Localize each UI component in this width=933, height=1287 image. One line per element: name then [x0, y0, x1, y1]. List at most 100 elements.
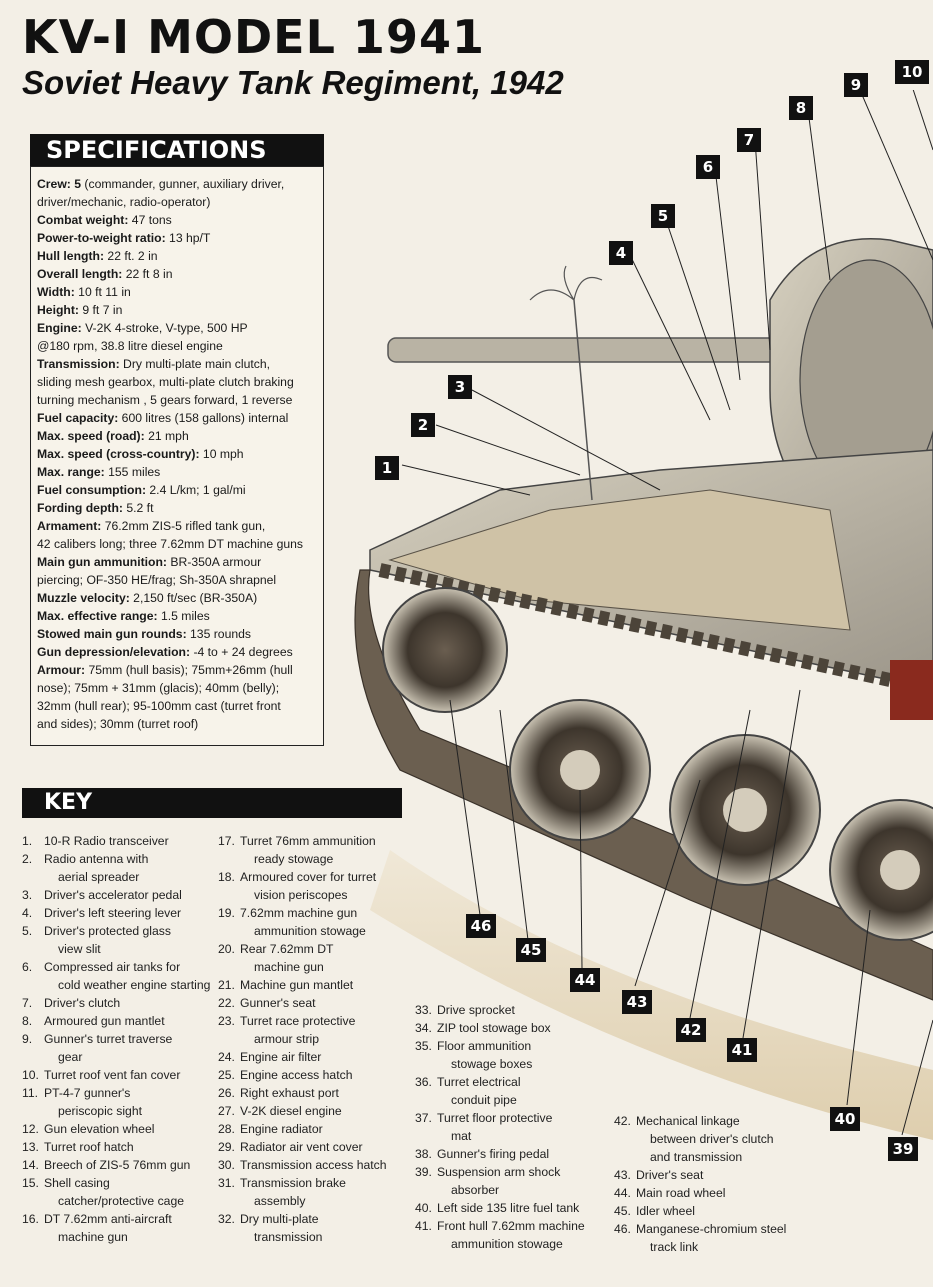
key-item-number: 38.: [415, 1147, 432, 1161]
key-item-number: 17.: [218, 834, 235, 848]
spec-value: 22 ft. 2 in: [104, 249, 158, 263]
key-item: 40. Left side 135 litre fuel tank: [415, 1199, 615, 1217]
spec-value: and sides); 30mm (turret roof): [37, 717, 199, 731]
spec-value: 75mm (hull basis); 75mm+26mm (hull: [85, 663, 293, 677]
key-item-text: Armoured cover for turret: [240, 870, 377, 884]
key-item-number: 23.: [218, 1014, 235, 1028]
key-item-text: Left side 135 litre fuel tank: [437, 1201, 580, 1215]
spec-value: 42 calibers long; three 7.62mm DT machin…: [37, 537, 304, 551]
key-item-text: Mechanical linkage: [636, 1114, 740, 1128]
key-item-number: 37.: [415, 1111, 432, 1125]
key-item-number: 28.: [218, 1122, 235, 1136]
spec-value: 22 ft 8 in: [122, 267, 173, 281]
key-item-number: 13.: [22, 1140, 39, 1154]
spec-value: nose); 75mm + 31mm (glacis); 40mm (belly…: [37, 681, 280, 695]
spec-value: 2.4 L/km; 1 gal/mi: [146, 483, 246, 497]
key-item: 22.Gunner's seat: [218, 994, 418, 1012]
spec-line: piercing; OF-350 HE/frag; Sh-350A shrapn…: [37, 571, 317, 589]
callout-42: 42: [676, 1018, 706, 1042]
callout-3: 3: [448, 375, 472, 399]
key-item-text: Turret floor protective: [437, 1111, 553, 1125]
key-item-text: Driver's clutch: [44, 996, 121, 1010]
key-item-text: Front hull 7.62mm machine: [437, 1219, 585, 1233]
key-item-number: 14.: [22, 1158, 39, 1172]
callout-41: 41: [727, 1038, 757, 1062]
spec-label: Combat weight:: [37, 213, 129, 227]
spec-value: driver/mechanic, radio-operator): [37, 195, 211, 209]
key-item: 24.Engine air filter: [218, 1048, 418, 1066]
spec-value: V-2K 4-stroke, V-type, 500 HP: [81, 321, 248, 335]
key-item-number: 34.: [415, 1021, 432, 1035]
spec-value: 1.5 miles: [157, 609, 210, 623]
key-item: 4.Driver's left steering lever: [22, 904, 212, 922]
key-item-number: 22.: [218, 996, 235, 1010]
spec-label: Engine:: [37, 321, 82, 335]
key-item-text: Radiator air vent cover: [240, 1140, 363, 1154]
key-item-text: Driver's left steering lever: [44, 906, 182, 920]
spec-value: sliding mesh gearbox, multi-plate clutch…: [37, 375, 294, 389]
spec-value: 5.2 ft: [122, 501, 154, 515]
key-item-text: Gunner's turret traverse: [44, 1032, 173, 1046]
key-item-text: Turret 76mm ammunition: [240, 834, 376, 848]
key-item-text: Turret race protective: [240, 1014, 356, 1028]
spec-line: @180 rpm, 38.8 litre diesel engine: [37, 337, 317, 355]
spec-line: Transmission: Dry multi-plate main clutc…: [37, 355, 317, 373]
key-item-text: Idler wheel: [636, 1204, 695, 1218]
key-item-text: Floor ammunition: [437, 1039, 532, 1053]
key-item: 28.Engine radiator: [218, 1120, 418, 1138]
key-item: 27.V-2K diesel engine: [218, 1102, 418, 1120]
spec-label: Fuel capacity:: [37, 411, 119, 425]
spec-line: Armament: 76.2mm ZIS-5 rifled tank gun,: [37, 517, 317, 535]
key-item-text: gear: [58, 1050, 83, 1064]
key-item-text: ammunition stowage: [254, 924, 366, 938]
key-item: 33.Drive sprocket: [415, 1001, 615, 1019]
spec-line: Max. range: 155 miles: [37, 463, 317, 481]
key-item: 3.Driver's accelerator pedal: [22, 886, 212, 904]
key-item: 21.Machine gun mantlet: [218, 976, 418, 994]
spec-label: Transmission:: [37, 357, 120, 371]
spec-value: BR-350A armour: [167, 555, 262, 569]
key-item-text: transmission: [254, 1230, 323, 1244]
spec-value: 47 tons: [128, 213, 172, 227]
spec-line: sliding mesh gearbox, multi-plate clutch…: [37, 373, 317, 391]
spec-line: Armour: 75mm (hull basis); 75mm+26mm (hu…: [37, 661, 317, 679]
spec-label: Height:: [37, 303, 79, 317]
spec-line: nose); 75mm + 31mm (glacis); 40mm (belly…: [37, 679, 317, 697]
key-item-number: 31.: [218, 1176, 235, 1190]
key-item: 13.Turret roof hatch: [22, 1138, 212, 1156]
spec-line: Crew: 5 (commander, gunner, auxiliary dr…: [37, 175, 317, 193]
key-item-text: Driver's protected glass: [44, 924, 171, 938]
key-item-number: 41.: [415, 1219, 432, 1233]
key-item: 14.Breech of ZIS-5 76mm gun: [22, 1156, 212, 1174]
spec-value: (commander, gunner, auxiliary driver,: [81, 177, 285, 191]
key-item-text: Driver's seat: [636, 1168, 704, 1182]
key-item-number: 27.: [218, 1104, 235, 1118]
key-item-number: 40.: [415, 1201, 432, 1215]
key-item: 38.Gunner's firing pedal: [415, 1145, 615, 1163]
key-item-text: Drive sprocket: [437, 1003, 515, 1017]
key-item-number: 20.: [218, 942, 235, 956]
key-item-text: ammunition stowage: [451, 1237, 563, 1251]
spec-value: 21 mph: [144, 429, 189, 443]
key-item-text: between driver's clutch: [650, 1132, 774, 1146]
key-item-text: Transmission brake: [240, 1176, 346, 1190]
key-item: 10.Turret roof vent fan cover: [22, 1066, 212, 1084]
spec-label: Max. speed (road):: [37, 429, 145, 443]
spec-line: driver/mechanic, radio-operator): [37, 193, 317, 211]
callout-40: 40: [830, 1107, 860, 1131]
key-item-number: 1.: [22, 834, 33, 848]
key-item-number: 36.: [415, 1075, 432, 1089]
key-item-text: periscopic sight: [58, 1104, 142, 1118]
key-item: 26.Right exhaust port: [218, 1084, 418, 1102]
key-item-text: Engine air filter: [240, 1050, 322, 1064]
spec-label: Armament:: [37, 519, 102, 533]
